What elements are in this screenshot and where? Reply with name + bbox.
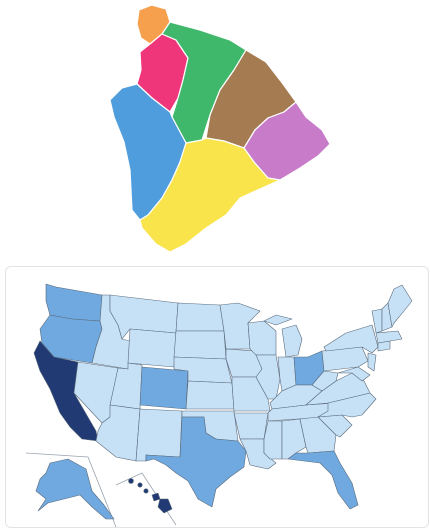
state-colorado[interactable] xyxy=(139,366,189,410)
state-wyoming[interactable] xyxy=(127,328,177,368)
state-arkansas[interactable] xyxy=(233,412,269,440)
inset-frame-line xyxy=(25,452,117,527)
state-washington[interactable] xyxy=(45,283,103,322)
state-maryland[interactable] xyxy=(337,366,371,382)
state-west-virginia[interactable] xyxy=(311,370,339,392)
state-wisconsin[interactable] xyxy=(247,320,277,356)
state-maine[interactable] xyxy=(387,284,413,328)
state-south-dakota[interactable] xyxy=(173,330,227,360)
state-new-mexico[interactable] xyxy=(135,408,183,462)
us-map-card xyxy=(5,266,429,528)
state-michigan[interactable] xyxy=(263,314,303,358)
district-hamakua[interactable] xyxy=(161,21,247,144)
state-hawaii[interactable] xyxy=(128,478,173,514)
state-florida[interactable] xyxy=(287,450,359,510)
us-state-map xyxy=(25,283,413,527)
state-mississippi[interactable] xyxy=(263,420,283,460)
state-north-carolina[interactable] xyxy=(317,392,377,418)
state-north-dakota[interactable] xyxy=(175,302,225,332)
island-district-map xyxy=(109,4,331,253)
district-kau[interactable] xyxy=(139,137,281,253)
state-new-jersey[interactable] xyxy=(367,352,377,372)
state-kansas[interactable] xyxy=(185,380,235,410)
state-massachusetts[interactable] xyxy=(375,330,403,344)
state-virginia[interactable] xyxy=(305,372,371,406)
state-new-york[interactable] xyxy=(323,324,379,354)
state-illinois[interactable] xyxy=(255,354,281,400)
state-alaska[interactable] xyxy=(35,458,115,520)
state-texas[interactable] xyxy=(145,416,247,508)
